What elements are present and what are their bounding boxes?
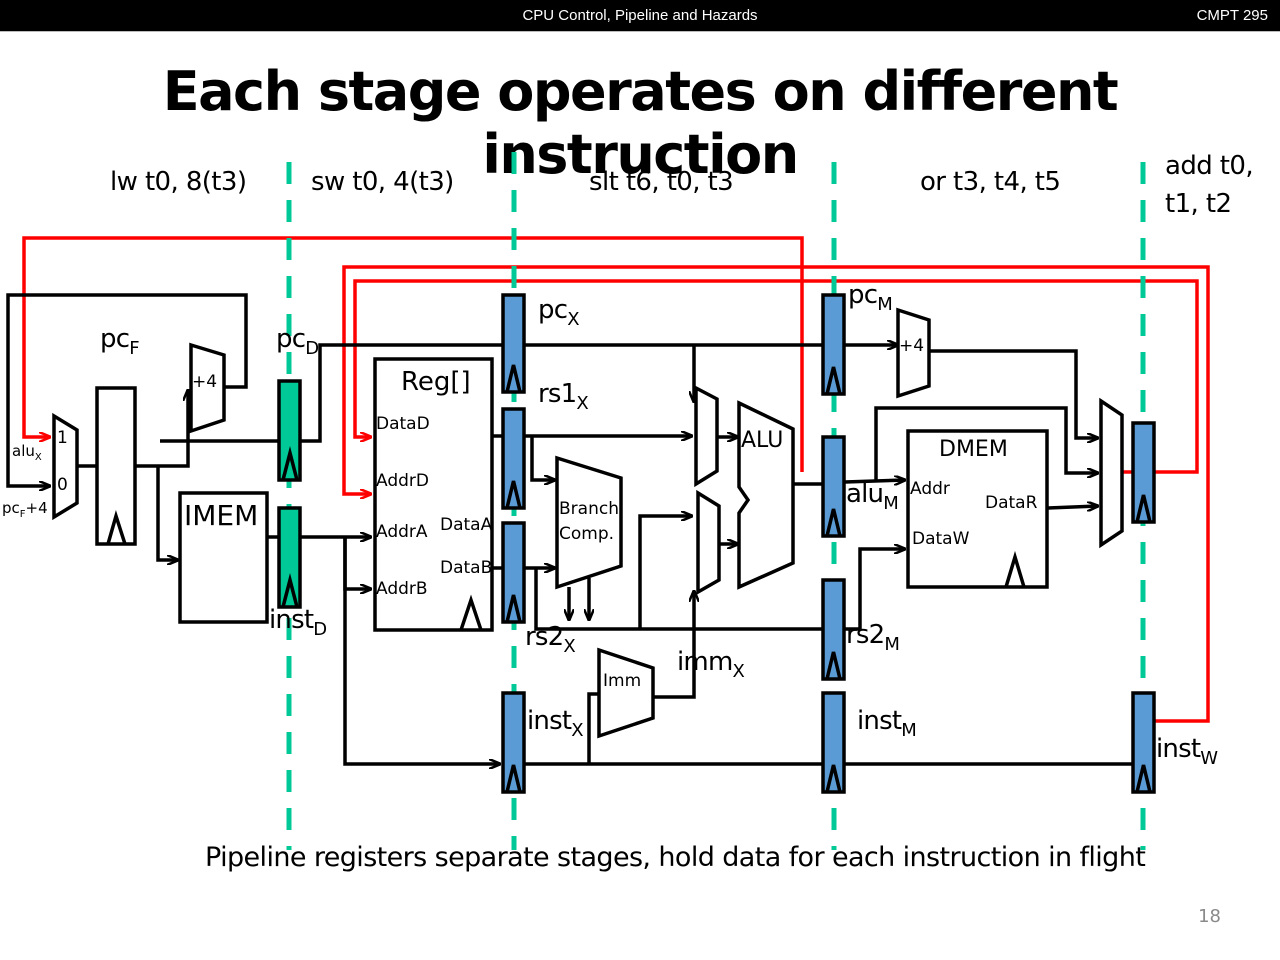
port-addrb: AddrB bbox=[376, 579, 428, 599]
pc-register bbox=[95, 386, 137, 546]
pc-x-label: pcX bbox=[538, 295, 579, 330]
stage-label-decode: sw t0, 4(t3) bbox=[311, 167, 454, 197]
fetch-adder-label: +4 bbox=[192, 372, 217, 392]
mem-adder: +4 bbox=[896, 307, 931, 399]
register-file: Reg[] DataD AddrD AddrA AddrB DataA Data… bbox=[373, 357, 494, 632]
clock-icon bbox=[505, 480, 522, 509]
inst-d-register bbox=[277, 506, 302, 609]
imem-label: IMEM bbox=[184, 499, 258, 532]
clock-icon bbox=[825, 651, 842, 680]
port-addrd: AddrD bbox=[376, 471, 429, 491]
slide-caption: Pipeline registers separate stages, hold… bbox=[205, 842, 1146, 873]
inst-x-label: instX bbox=[527, 706, 583, 741]
imem-block: IMEM bbox=[178, 491, 269, 624]
port-dataw: DataW bbox=[912, 529, 970, 549]
inst-m-register bbox=[821, 691, 846, 794]
rs2-x-label: rs2X bbox=[525, 622, 575, 657]
alu-label: ALU bbox=[741, 428, 783, 453]
alu-m-label: aluM bbox=[846, 479, 898, 514]
port-datab: DataB bbox=[440, 558, 492, 578]
stage-label-memory: or t3, t4, t5 bbox=[920, 167, 1060, 197]
inst-w-register bbox=[1131, 691, 1156, 794]
port-datar: DataR bbox=[985, 493, 1038, 513]
pc-mux-input-0-label: 0 bbox=[57, 475, 68, 495]
clock-icon bbox=[505, 594, 522, 623]
clock-icon bbox=[1135, 494, 1152, 523]
writeback-mux bbox=[1099, 397, 1124, 549]
pc-d-register bbox=[277, 379, 302, 482]
rs2-m-label: rs2M bbox=[846, 620, 899, 655]
clock-icon bbox=[1135, 764, 1152, 793]
imm-label: Imm bbox=[603, 671, 641, 691]
inst-m-label: instM bbox=[857, 706, 916, 741]
pc-mux: 1 0 bbox=[52, 412, 79, 521]
clock-icon bbox=[505, 364, 522, 393]
branch-comp-label-2: Comp. bbox=[559, 524, 614, 544]
stage-label-writeback-line2: t1, t2 bbox=[1165, 189, 1231, 219]
port-addra: AddrA bbox=[376, 522, 428, 542]
inst-d-label: instD bbox=[269, 605, 326, 640]
datapath-wires bbox=[6, 293, 1132, 764]
inst-w-label: instW bbox=[1156, 734, 1218, 769]
alu-b-mux bbox=[696, 489, 721, 596]
clock-icon bbox=[825, 366, 842, 395]
pc-x-register bbox=[501, 293, 526, 394]
imm-generator: Imm bbox=[597, 647, 655, 739]
port-datad: DataD bbox=[376, 414, 430, 434]
rs2-x-register bbox=[501, 521, 526, 624]
clock-icon bbox=[505, 764, 522, 793]
page-number: 18 bbox=[1198, 906, 1221, 927]
pc-d-label: pcD bbox=[276, 324, 318, 359]
branch-comparator: Branch Comp. bbox=[555, 455, 623, 590]
rs1-x-register bbox=[501, 407, 526, 510]
deck-title: CPU Control, Pipeline and Hazards bbox=[522, 7, 758, 24]
pc-f-plus4-label: pcF+4 bbox=[2, 499, 48, 520]
wb-register bbox=[1131, 421, 1156, 524]
alu-m-register bbox=[821, 435, 846, 538]
header-divider bbox=[0, 31, 1280, 32]
writeback-data-wire bbox=[353, 279, 1199, 474]
fetch-adder: +4 bbox=[189, 342, 226, 434]
imm-x-label: immX bbox=[677, 647, 744, 682]
pc-m-label: pcM bbox=[848, 280, 892, 315]
alu-a-mux bbox=[694, 385, 719, 488]
rs1-x-label: rs1X bbox=[538, 379, 588, 414]
slide-header-bar: CPU Control, Pipeline and Hazards CMPT 2… bbox=[0, 0, 1280, 31]
branch-comp-label-1: Branch bbox=[559, 499, 619, 519]
dmem-label: DMEM bbox=[939, 437, 1008, 462]
rs2-m-register bbox=[821, 578, 846, 681]
inst-x-register bbox=[501, 691, 526, 794]
stage-label-writeback-line1: add t0, bbox=[1165, 151, 1253, 181]
dmem-block: DMEM Addr DataW DataR bbox=[906, 429, 1049, 589]
port-dataa: DataA bbox=[440, 515, 493, 535]
pc-m-register bbox=[821, 293, 846, 396]
pipeline-registers bbox=[501, 293, 1156, 794]
port-addr: Addr bbox=[910, 479, 950, 499]
slide-title: Each stage operates on different instruc… bbox=[162, 60, 1119, 186]
writeback-addr-wire bbox=[342, 265, 1210, 723]
alu-x-label: aluX bbox=[12, 442, 42, 463]
alu-x-feedback-wire bbox=[22, 236, 804, 472]
mem-adder-label: +4 bbox=[899, 336, 924, 356]
pc-mux-input-1-label: 1 bbox=[57, 428, 68, 448]
course-code: CMPT 295 bbox=[1196, 7, 1268, 24]
clock-icon bbox=[825, 508, 842, 537]
stage-label-execute: slt t6, t0, t3 bbox=[589, 167, 733, 197]
alu-block: ALU bbox=[737, 400, 795, 590]
stage-label-fetch: lw t0, 8(t3) bbox=[110, 167, 246, 197]
clock-icon bbox=[106, 509, 127, 545]
writeback-wires bbox=[22, 236, 1210, 723]
clock-icon bbox=[825, 764, 842, 793]
regfile-label: Reg[] bbox=[401, 367, 471, 397]
pc-f-label: pcF bbox=[100, 324, 139, 359]
